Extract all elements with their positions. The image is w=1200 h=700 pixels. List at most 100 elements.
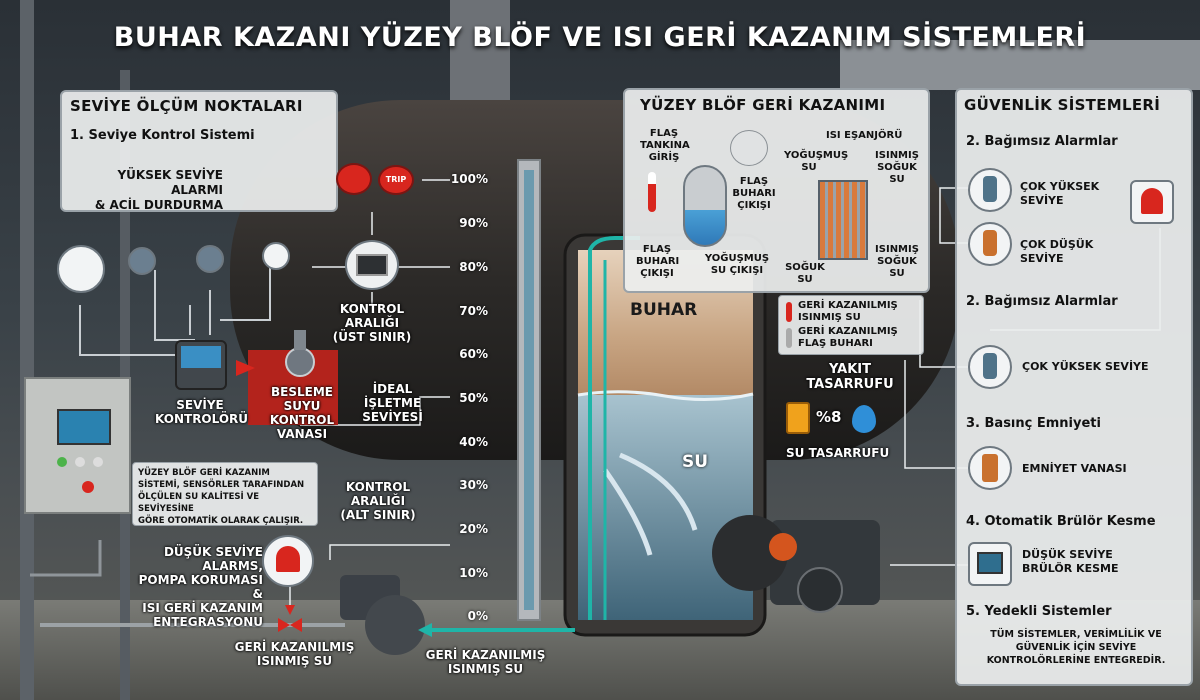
low-alarm-line2: ALARMS, <box>202 559 263 573</box>
ideal-line1: İDEAL <box>372 382 413 396</box>
condensate-out-line1: YOĞUŞMUŞ <box>704 253 770 264</box>
flash-in-line3: GİRİŞ <box>648 152 680 163</box>
ideal-line2: İŞLETME <box>363 396 422 410</box>
valve-body-icon <box>982 454 998 482</box>
legend-item-heated-water: GERİ KAZANILMIŞ ISINMIŞ SU <box>798 300 898 324</box>
very-high-level-label: ÇOK YÜKSEK SEVİYE <box>1020 180 1099 208</box>
recovery-legend <box>778 295 924 355</box>
burner-cutoff-title: 4. Otomatik Brülör Kesme <box>966 514 1156 529</box>
gauge-level-80: 80% <box>459 260 488 274</box>
controller-line1: SEVİYE <box>176 398 224 412</box>
sensor-probe-icon-1 <box>983 176 997 202</box>
controller-screen-icon <box>181 346 221 368</box>
heat-exchanger-title: ISI EŞANJÖRÜ <box>826 130 903 141</box>
gauge-level-0: 0% <box>467 609 488 623</box>
burner-cut-line1: DÜŞÜK SEVİYE <box>1022 548 1113 561</box>
gauge-level-60: 60% <box>459 347 488 361</box>
alarm-bell-icon <box>336 163 372 195</box>
hx-condensate-label: YOĞUŞMUŞ SU <box>784 150 848 174</box>
pressure-safety-title: 3. Basınç Emniyeti <box>966 416 1101 431</box>
condensate-out-line2: SU ÇIKIŞI <box>710 265 764 276</box>
gauge-level-50: 50% <box>459 391 488 405</box>
hx-cold-label: SOĞUK SU <box>785 262 825 286</box>
flash-tank-icon <box>683 165 727 247</box>
legend2-line1: GERİ KAZANILMIŞ <box>798 326 898 337</box>
cutoff-screen-icon <box>977 552 1003 574</box>
redundant-line3: KONTROLÖRLERİNE ENTEGREDİR. <box>986 655 1166 666</box>
low-alarm-line1: DÜŞÜK SEVİYE <box>163 545 263 559</box>
hx-heated-label: ISINMIŞ SOĞUK SU <box>868 150 926 186</box>
water-zone-label: SU <box>682 452 709 472</box>
trip-button[interactable]: TRIP <box>378 165 414 195</box>
control-range-lower-line2: (ALT SINIR) <box>340 508 416 522</box>
level-measurement-title: SEVİYE ÖLÇÜM NOKTALARI <box>70 97 303 115</box>
gauge-level-20: 20% <box>459 522 488 536</box>
very-low-line1: ÇOK DÜŞÜK <box>1020 238 1094 251</box>
control-range-upper-line1: KONTROL ARALIĞI <box>339 302 405 330</box>
note-line4: GÖRE OTOMATİK OLARAK ÇALIŞIR. <box>138 516 304 526</box>
flash-steam-line3: ÇIKIŞI <box>737 200 771 211</box>
thermometer-icon <box>648 172 656 212</box>
level-switch-icon <box>57 245 105 293</box>
auto-operation-note: YÜZEY BLÖF GERİ KAZANIM SİSTEMİ, SENSÖRL… <box>132 462 318 526</box>
redundant-systems-title: 5. Yedekli Sistemler <box>966 604 1112 619</box>
recovered-water-left-label: GERİ KAZANILMIŞ ISINMIŞ SU <box>232 640 357 668</box>
level-measurement-panel <box>60 90 338 212</box>
very-high-line1: ÇOK YÜKSEK <box>1020 180 1100 193</box>
low-alarm-line3: POMPA KORUMASI & <box>138 573 263 601</box>
flash-steam-b-line2: BUHARI <box>636 256 680 267</box>
beacon-light-icon <box>1141 188 1163 214</box>
recovery-panel-title: YÜZEY BLÖF GERİ KAZANIMI <box>640 96 886 114</box>
controller-line2: KONTROLÖRÜ <box>155 412 249 426</box>
hx-condensate-line2: SU <box>801 162 817 173</box>
page-title: BUHAR KAZANI YÜZEY BLÖF VE ISI GERİ KAZA… <box>113 22 1087 53</box>
feed-valve-line2: SUYU <box>283 399 321 413</box>
water-drop-icon <box>852 405 876 433</box>
level-control-subtitle: 1. Seviye Kontrol Sistemi <box>70 128 255 143</box>
gauge-level-90: 90% <box>459 216 488 230</box>
low-alarm-line5: ENTEGRASYONU <box>153 615 263 629</box>
legend2-line2: FLAŞ BUHARI <box>798 338 873 349</box>
feed-water-valve-label: BESLEME SUYU KONTROL VANASI <box>262 385 342 441</box>
pressure-gauge-icon <box>262 242 290 270</box>
condensate-out-label: YOĞUŞMUŞ SU ÇIKIŞI <box>702 253 772 277</box>
fuel-saving-label: YAKIT TASARRUFU <box>790 362 910 392</box>
burner-cutoff-icon <box>968 542 1012 586</box>
steam-zone-label: BUHAR <box>630 300 698 320</box>
flash-steam-b-line3: ÇIKIŞI <box>640 268 674 279</box>
heated-water-legend-icon <box>786 302 792 322</box>
recovered-center-line2: ISINMIŞ SU <box>447 662 524 676</box>
redundant-line1: TÜM SİSTEMLER, VERİMLİLİK VE <box>990 629 1162 640</box>
recovered-water-center-label: GERİ KAZANILMIŞ ISINMIŞ SU <box>418 648 553 676</box>
level-controller-label: SEVİYE KONTROLÖRÜ <box>155 398 249 426</box>
feed-valve-line1: BESLEME <box>271 385 333 399</box>
ideal-line3: SEVİYESİ <box>362 410 423 424</box>
low-level-alarm-label: DÜŞÜK SEVİYE ALARMS, POMPA KORUMASI & IS… <box>128 545 263 629</box>
flash-steam-b-line1: FLAŞ <box>642 244 672 255</box>
low-level-alarm-icon <box>262 535 314 587</box>
hx-heated-b-line1: ISINMIŞ <box>875 244 919 255</box>
independent-alarms-title-2: 2. Bağımsız Alarmlar <box>966 294 1118 309</box>
note-line2: SİSTEMİ, SENSÖRLER TARAFINDAN <box>138 480 305 490</box>
low-alarm-line4: ISI GERİ KAZANIM <box>142 601 263 615</box>
legend1-line2: ISINMIŞ SU <box>798 312 861 323</box>
surface-blowdown-recovery-panel <box>623 88 930 293</box>
feed-valve-line3: KONTROL <box>269 413 335 427</box>
recovered-center-line1: GERİ KAZANILMIŞ <box>425 648 546 662</box>
safety-panel-title: GÜVENLİK SİSTEMLERİ <box>964 96 1161 114</box>
control-range-lower-label: KONTROL ARALIĞI (ALT SINIR) <box>318 480 438 522</box>
hx-heated-b-line2: SOĞUK <box>877 256 917 267</box>
hx-heated-line1: ISINMIŞ <box>875 150 919 161</box>
gauge-level-70: 70% <box>459 304 488 318</box>
flash-steam-legend-icon <box>786 328 792 348</box>
control-range-lower-line1: KONTROL ARALIĞI <box>345 480 411 508</box>
redundant-systems-text: TÜM SİSTEMLER, VERİMLİLİK VE GÜVENLİK İÇ… <box>966 628 1186 667</box>
sensor-probe-icon-3 <box>983 353 997 379</box>
control-screen-icon <box>356 254 388 276</box>
heat-exchanger-icon <box>818 180 868 260</box>
transmitter-icon-2 <box>196 245 224 273</box>
hx-heated-b-line3: SU <box>889 268 905 279</box>
gauge-level-100: 100% <box>450 172 488 186</box>
hx-cold-line1: SOĞUK <box>785 262 825 273</box>
independent-alarms-title: 2. Bağımsız Alarmlar <box>966 134 1118 149</box>
